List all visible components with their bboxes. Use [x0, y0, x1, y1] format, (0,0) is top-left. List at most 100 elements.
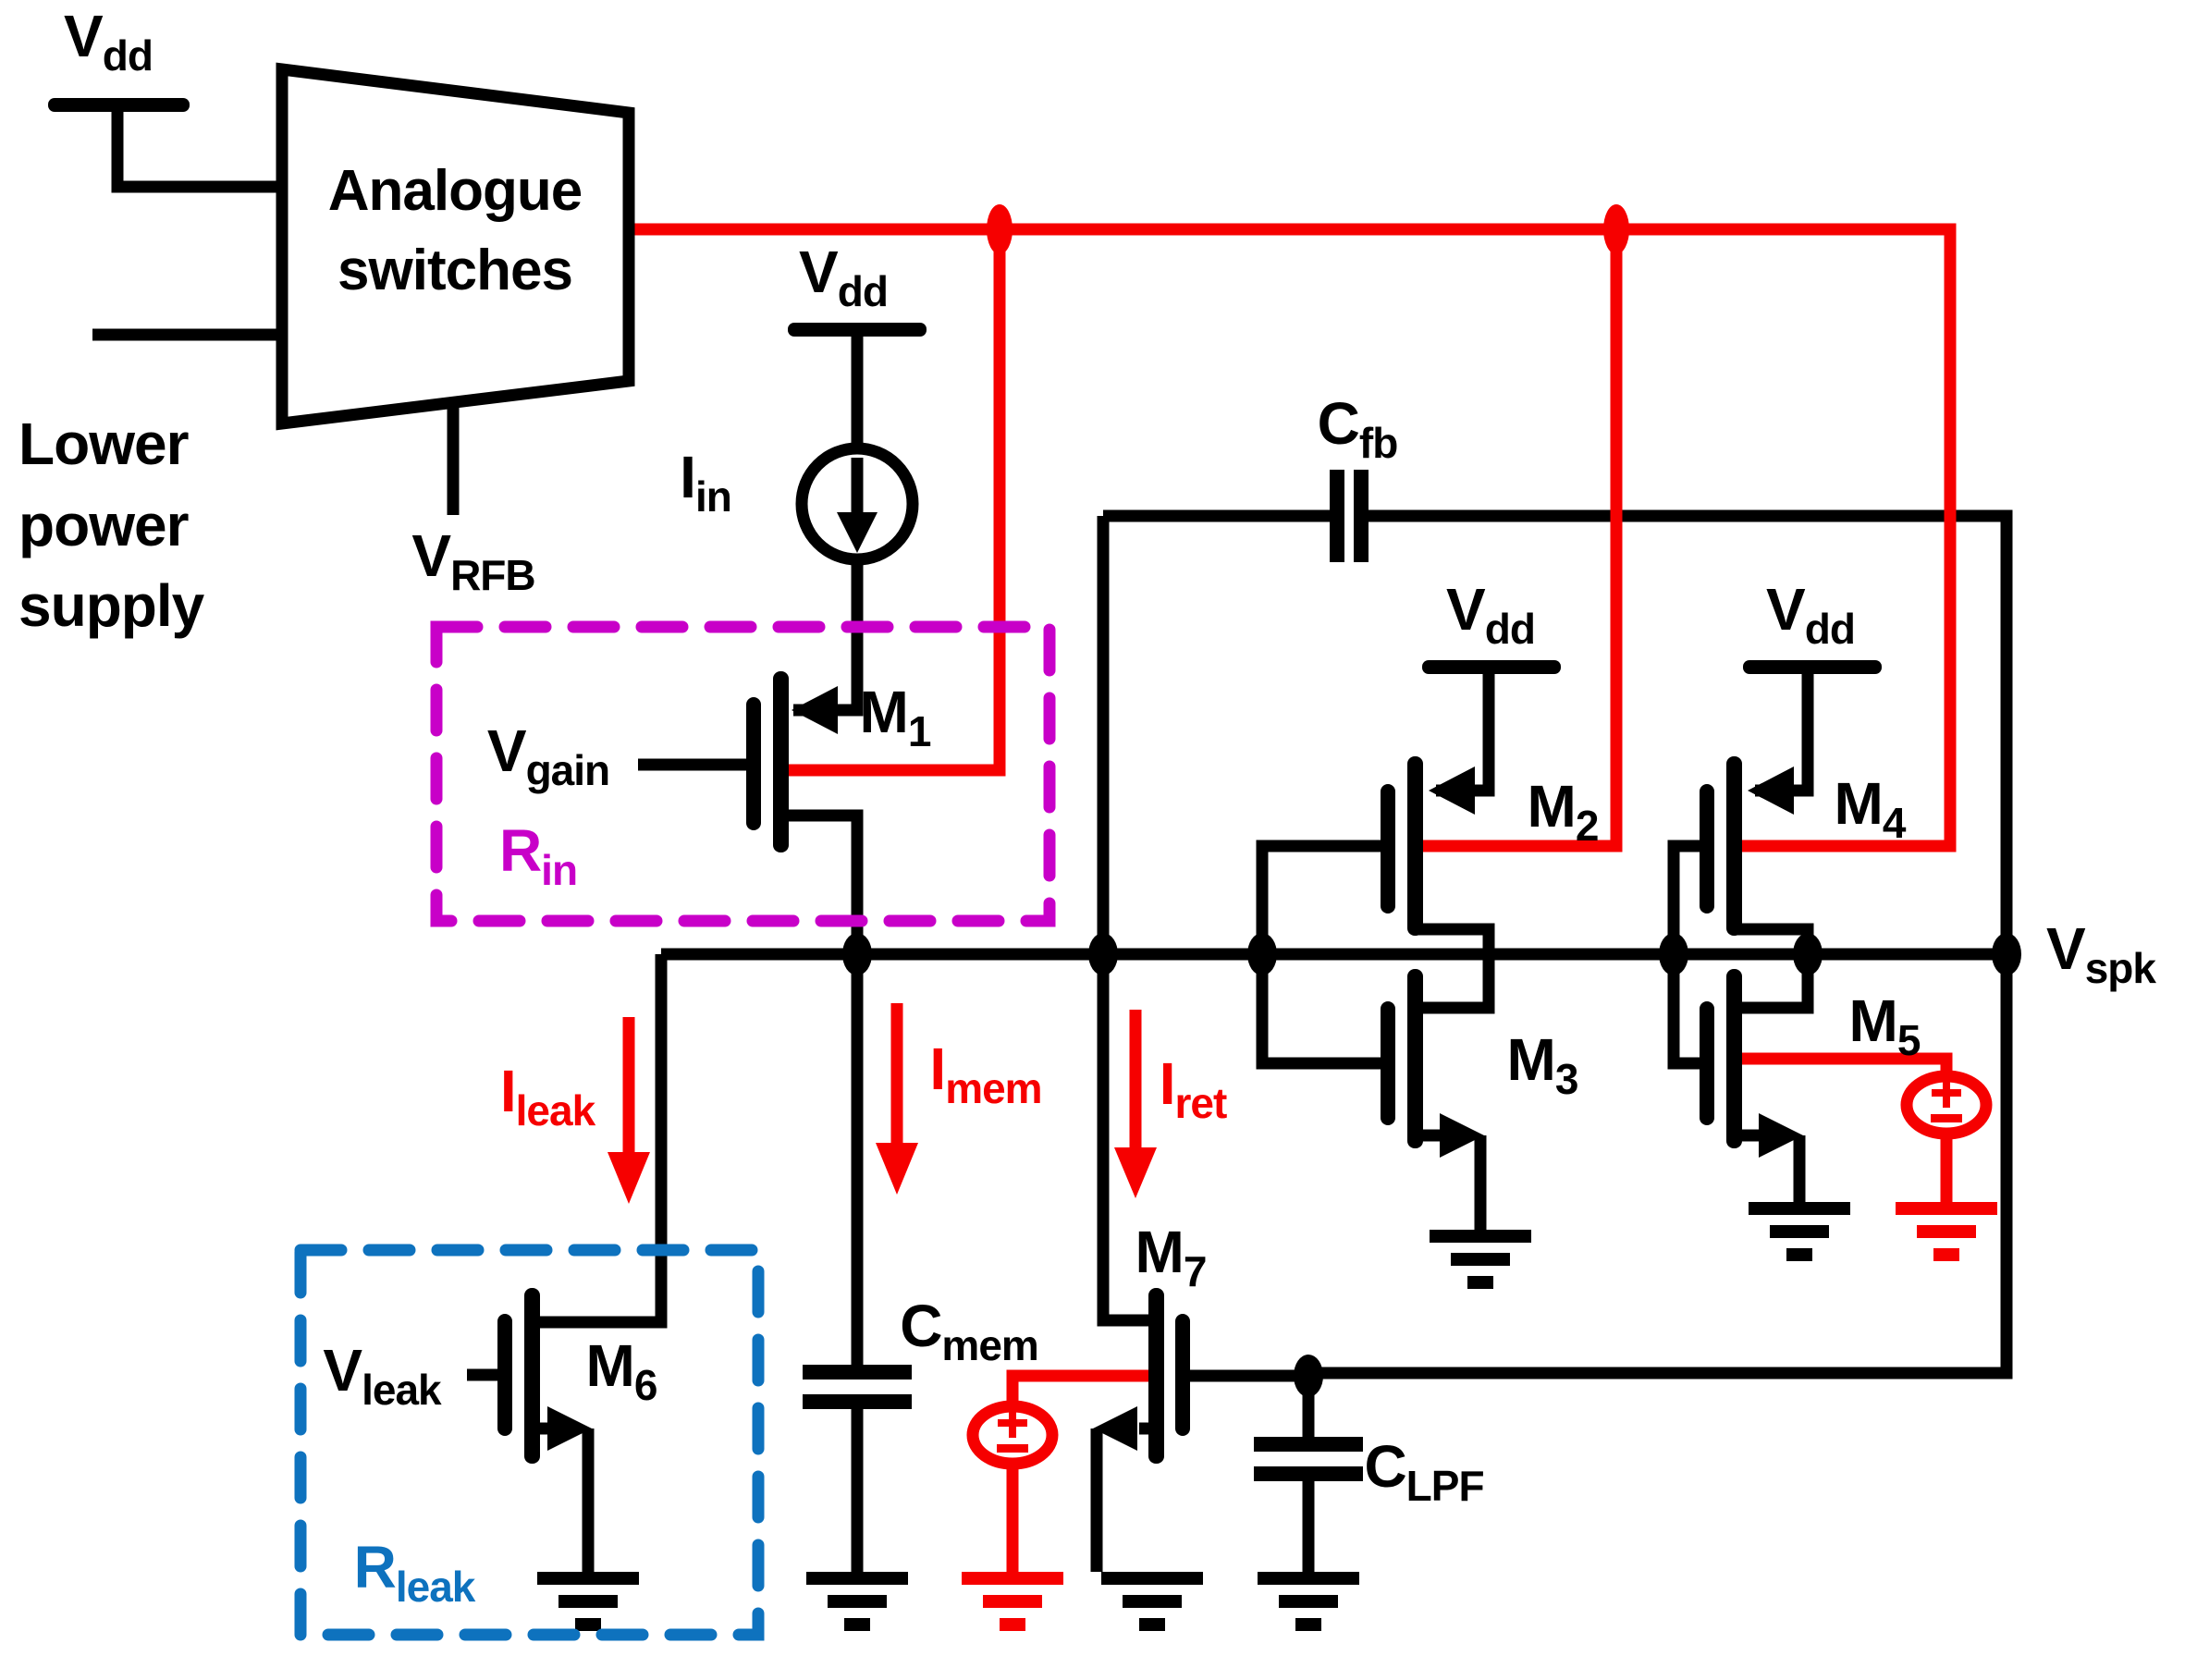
red-rail-vrfb	[629, 223, 1957, 852]
m4-arrow	[1748, 766, 1794, 815]
imem-head	[876, 1143, 918, 1195]
wires-black	[48, 98, 2013, 1572]
m2-channel	[1407, 756, 1423, 936]
label-clpf: CLPF	[1364, 1433, 1484, 1510]
label-m5: M5	[1848, 987, 1921, 1064]
bias-voltage-source-m7	[966, 1400, 1059, 1470]
wire-iin-to-m1	[793, 559, 864, 717]
label-imem: Imem	[929, 1036, 1042, 1112]
m6-transistor-icon	[497, 1288, 592, 1464]
bias-voltage-source-m5	[1900, 1070, 1993, 1140]
iin-current-source-icon	[795, 442, 919, 566]
label-vdd-top-left: Vdd	[64, 3, 153, 80]
m2-gate	[1381, 784, 1395, 914]
wire-m1-source	[780, 809, 864, 954]
clpf-plate-bottom	[1254, 1466, 1363, 1481]
cmem-plate-top	[803, 1365, 912, 1380]
m7-arrow	[1093, 1406, 1137, 1451]
label-m3: M3	[1506, 1026, 1579, 1103]
red-branch-m7-bulk	[1006, 1369, 1148, 1406]
vsource2-plus-v	[1943, 1078, 1950, 1108]
m2-arrow	[1429, 766, 1475, 815]
label-m1: M1	[859, 679, 932, 755]
rleak-region-box	[294, 1244, 765, 1641]
label-vrfb: VRFB	[411, 522, 535, 599]
ground-icon-m7	[1101, 1572, 1203, 1631]
red-branch-m2-bulk	[1423, 229, 1623, 852]
m4-channel	[1726, 756, 1742, 936]
label-vleak: Vleak	[323, 1337, 441, 1414]
label-m4: M4	[1834, 770, 1907, 847]
wire-m2-m3-drains	[1415, 923, 1495, 1014]
m3-arrow	[1440, 1113, 1484, 1158]
m4-transistor-icon	[1700, 756, 1794, 936]
iin-arrow-head	[837, 512, 878, 553]
label-vdd-m4: Vdd	[1766, 576, 1856, 653]
ileak-head	[608, 1152, 650, 1204]
m1-transistor-icon	[746, 671, 838, 852]
vdd-rail-bar-iin	[788, 323, 927, 337]
cmem-plate-bottom	[803, 1394, 912, 1409]
label-m6: M6	[585, 1332, 658, 1409]
label-cfb: Cfb	[1317, 390, 1399, 467]
junction-dots	[842, 933, 2021, 1397]
imem-current-arrow	[876, 1003, 918, 1195]
ileak-current-arrow	[608, 1017, 650, 1204]
wires-red	[629, 204, 1957, 1572]
cfb-plate-left	[1330, 470, 1344, 562]
m1-channel	[773, 671, 789, 852]
cfb-capacitor-icon	[1330, 470, 1369, 562]
m3-channel	[1407, 969, 1423, 1148]
label-ileak: Ileak	[499, 1058, 595, 1134]
m6-channel	[524, 1288, 540, 1464]
ground-icon-vsource1	[962, 1572, 1063, 1631]
m5-transistor-icon	[1700, 969, 1803, 1158]
m7-gate	[1175, 1314, 1190, 1436]
label-block-line2: switches	[338, 239, 573, 302]
m7-channel	[1148, 1288, 1164, 1464]
label-iret: Iret	[1159, 1050, 1228, 1127]
clpf-capacitor-icon	[1254, 1437, 1363, 1481]
label-iin: Iin	[680, 444, 732, 521]
m2-transistor-icon	[1381, 756, 1475, 936]
ground-icon-m3	[1430, 1230, 1531, 1289]
m1-gate	[746, 697, 761, 830]
label-vgain: Vgain	[486, 717, 610, 794]
cfb-plate-right	[1354, 470, 1369, 562]
label-cmem: Cmem	[900, 1293, 1039, 1369]
ground-icon-cmem	[806, 1572, 908, 1631]
vsource1-plus-v	[1009, 1408, 1016, 1438]
label-rleak: Rleak	[353, 1534, 476, 1611]
red-junction-dot	[1603, 204, 1629, 254]
m6-arrow	[547, 1406, 592, 1451]
rin-region-box	[430, 620, 1056, 927]
label-vdd-iin: Vdd	[799, 239, 889, 315]
label-vdd-m2: Vdd	[1446, 576, 1536, 653]
m3-transistor-icon	[1381, 969, 1484, 1158]
m5-gate	[1700, 1001, 1714, 1125]
label-m2: M2	[1527, 773, 1600, 850]
red-junction-dot	[987, 204, 1013, 254]
ground-icon-m6	[537, 1572, 639, 1631]
iret-current-arrow	[1114, 1010, 1157, 1198]
m7-transistor-icon	[1093, 1288, 1190, 1464]
vsource2-minus	[1931, 1114, 1962, 1122]
label-vspk: Vspk	[2046, 915, 2156, 992]
m3-gate	[1381, 1001, 1395, 1125]
label-lower-supply-line3: supply	[18, 572, 204, 639]
label-m7: M7	[1135, 1219, 1208, 1295]
label-block-line1: Analogue	[327, 159, 583, 223]
ground-icon-clpf	[1258, 1572, 1359, 1631]
vdd-rail-bar-m4	[1743, 660, 1882, 674]
vdd-rail-bar-m2	[1422, 660, 1561, 674]
cmem-capacitor-icon	[803, 1365, 912, 1409]
red-branch-m1-bulk	[789, 229, 1006, 777]
clpf-plate-top	[1254, 1437, 1363, 1452]
m5-channel	[1726, 969, 1742, 1148]
wire-rail-to-m6-drain	[540, 954, 668, 1329]
m1-arrow	[792, 686, 838, 734]
wire-vdd-to-block	[111, 104, 282, 193]
analogue-switches-block	[276, 62, 635, 431]
